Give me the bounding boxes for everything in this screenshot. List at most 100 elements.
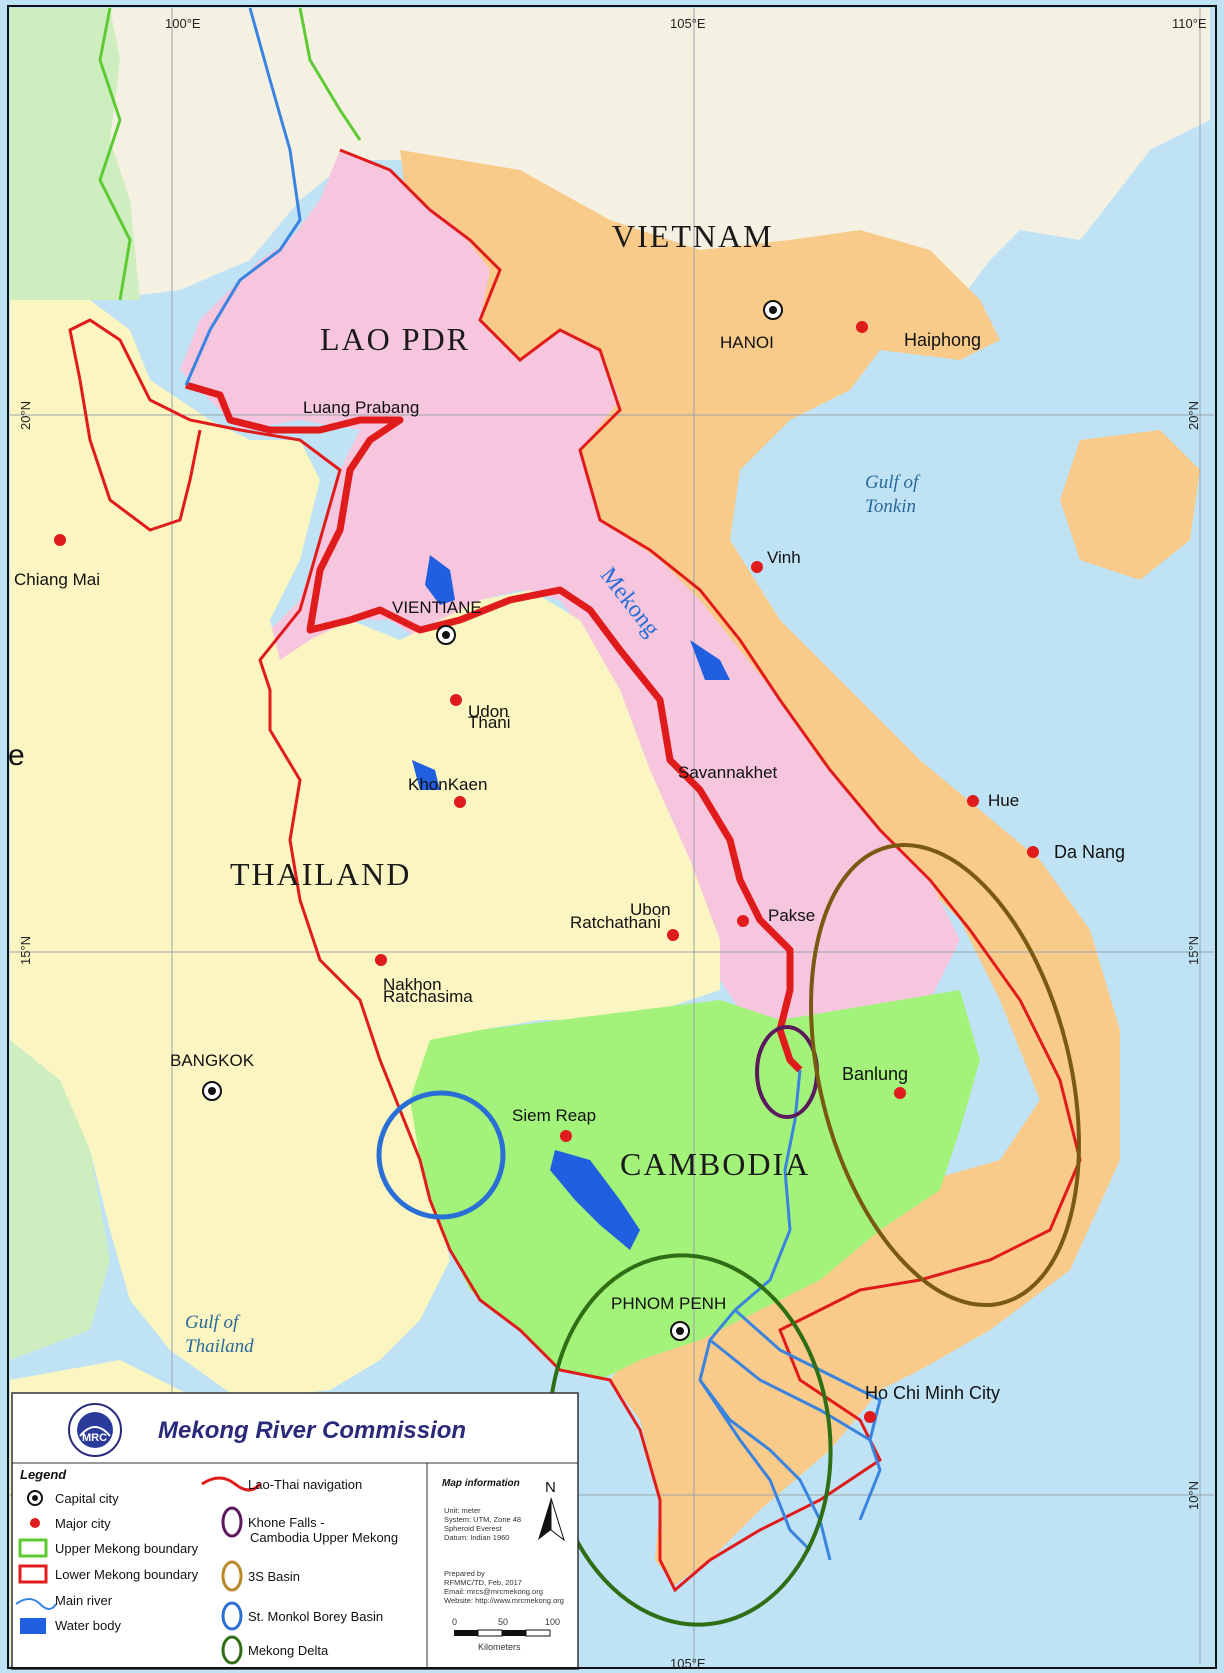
lao-thai-navigation bbox=[185, 381, 803, 1073]
legend-info-2: System: UTM, Zone 48 bbox=[444, 1515, 521, 1524]
lat-label-20-left: 20°N bbox=[18, 401, 33, 430]
legend-capital-symbol bbox=[27, 1490, 43, 1506]
st-monkol-borey-circle bbox=[376, 1090, 506, 1220]
mrc-logo: MRC bbox=[68, 1403, 122, 1457]
capital-city-markers bbox=[202, 300, 783, 1341]
lon-label-110: 110°E bbox=[1172, 16, 1207, 31]
legend-st-monkol: St. Monkol Borey Basin bbox=[248, 1609, 383, 1624]
city-label-hue: Hue bbox=[988, 791, 1019, 810]
city-label-ho-chi-minh: Ho Chi Minh City bbox=[865, 1383, 1000, 1403]
legend-main-river: Main river bbox=[55, 1593, 113, 1608]
country-label-laos: LAO PDR bbox=[320, 321, 470, 357]
legend-3s-symbol bbox=[221, 1560, 243, 1592]
capital-marker-hanoi bbox=[763, 300, 783, 320]
edge-text-fragment: e bbox=[8, 739, 25, 772]
sea-label-gulf-of-thailand-2: Thailand bbox=[185, 1336, 254, 1357]
north-label: N bbox=[545, 1479, 556, 1496]
main-river bbox=[184, 7, 882, 1561]
legend-khone-1: Khone Falls - bbox=[248, 1515, 325, 1530]
legend-prep-3: Email: mrcs@mrcmekong.org bbox=[444, 1587, 543, 1596]
legend-delta: Mekong Delta bbox=[248, 1643, 329, 1658]
lat-label-15-right: 15°N bbox=[1186, 936, 1201, 965]
city-label-nakhon-1: Nakhon bbox=[383, 975, 442, 994]
hainan-island bbox=[1060, 430, 1200, 580]
north-arrow: N bbox=[538, 1479, 565, 1542]
sea-label-gulf-of-thailand-1: Gulf of bbox=[185, 1312, 241, 1333]
legend-khone-2: Cambodia Upper Mekong bbox=[250, 1530, 398, 1545]
legend-upper-mekong-symbol bbox=[18, 1538, 48, 1558]
city-label-vientiane: VIENTIANE bbox=[392, 598, 482, 617]
city-label-ubon-2: Ratchathani bbox=[570, 913, 661, 932]
lat-label-10-right: 10°N bbox=[1186, 1481, 1201, 1510]
legend-khone-symbol bbox=[221, 1506, 243, 1538]
city-label-savannakhet: Savannakhet bbox=[678, 763, 778, 782]
country-label-cambodia: CAMBODIA bbox=[620, 1146, 810, 1182]
legend-water-body: Water body bbox=[55, 1618, 121, 1633]
capital-marker-vientiane bbox=[436, 625, 456, 645]
legend-lower-mekong-symbol bbox=[18, 1564, 48, 1584]
mrc-logo-text: MRC bbox=[82, 1432, 107, 1444]
city-label-chiang-mai: Chiang Mai bbox=[14, 570, 100, 589]
legend-prep-1: Prepared by bbox=[444, 1569, 485, 1578]
myanmar-land bbox=[10, 8, 140, 330]
city-label-luang-prabang: Luang Prabang bbox=[303, 398, 419, 417]
legend-st-monkol-symbol bbox=[221, 1601, 243, 1631]
legend-3s-basin: 3S Basin bbox=[248, 1569, 300, 1584]
legend-info-4: Datum: Indian 1960 bbox=[444, 1533, 509, 1542]
legend-major-city-symbol bbox=[30, 1518, 40, 1528]
scale-label-0: 0 bbox=[452, 1617, 457, 1627]
scale-unit: Kilometers bbox=[478, 1642, 521, 1652]
legend-delta-symbol bbox=[221, 1635, 243, 1665]
graticule-lines bbox=[10, 8, 1214, 1665]
legend-lao-thai-nav: Lao-Thai navigation bbox=[248, 1477, 362, 1492]
city-label-phnom-penh: PHNOM PENH bbox=[611, 1294, 726, 1313]
scale-label-50: 50 bbox=[498, 1617, 508, 1627]
scale-bar: 0 50 100 Kilometers bbox=[452, 1617, 560, 1652]
city-label-pakse: Pakse bbox=[768, 906, 815, 925]
city-label-da-nang: Da Nang bbox=[1054, 842, 1125, 862]
sea-label-gulf-of-tonkin-1: Gulf of bbox=[865, 472, 921, 493]
city-label-nakhon-2: Ratchasima bbox=[383, 987, 473, 1006]
legend-capital-city: Capital city bbox=[55, 1491, 119, 1506]
city-label-khonkaen: KhonKaen bbox=[408, 775, 487, 794]
legend-lower-mekong: Lower Mekong boundary bbox=[55, 1567, 199, 1582]
legend-title: Mekong River Commission bbox=[158, 1417, 466, 1444]
legend-major-city: Major city bbox=[55, 1516, 111, 1531]
legend-prep-2: RFMMC/TD, Feb, 2017 bbox=[444, 1578, 522, 1587]
legend-prep-4: Website: http://www.mrcmekong.org bbox=[444, 1596, 564, 1605]
city-label-udon-1: Udon bbox=[468, 702, 509, 721]
laos-land bbox=[180, 150, 960, 1030]
lower-mekong-boundary bbox=[68, 148, 1082, 1593]
capital-marker-phnom-penh bbox=[670, 1321, 690, 1341]
capital-marker-bangkok bbox=[202, 1081, 222, 1101]
city-label-siem-reap: Siem Reap bbox=[512, 1106, 596, 1125]
cambodia-land bbox=[410, 990, 980, 1380]
city-label-bangkok: BANGKOK bbox=[170, 1051, 255, 1070]
legend-lao-thai-symbol bbox=[201, 1476, 262, 1492]
map-frame bbox=[7, 5, 1217, 1669]
lat-label-15-left: 15°N bbox=[18, 936, 33, 965]
legend-info-3: Spheroid Everest bbox=[444, 1524, 502, 1533]
myanmar-land-south bbox=[10, 1040, 110, 1360]
upper-mekong-boundary bbox=[98, 7, 362, 301]
city-label-vinh: Vinh bbox=[767, 548, 801, 567]
city-label-hanoi: HANOI bbox=[720, 333, 774, 352]
3s-basin-ellipse bbox=[809, 842, 1081, 1308]
country-label-thailand: THAILAND bbox=[230, 856, 411, 892]
legend-info-1: Unit: meter bbox=[444, 1506, 481, 1515]
legend-water-body-symbol bbox=[20, 1618, 46, 1634]
lon-label-100: 100°E bbox=[165, 16, 201, 31]
legend-upper-mekong: Upper Mekong boundary bbox=[55, 1541, 199, 1556]
city-label-haiphong: Haiphong bbox=[904, 330, 981, 350]
scale-label-100: 100 bbox=[545, 1617, 560, 1627]
lat-label-20-right: 20°N bbox=[1186, 401, 1201, 430]
water-body bbox=[412, 555, 730, 1250]
legend-panel: MRC Mekong River Commission Legend Capit… bbox=[11, 1392, 579, 1670]
legend-heading: Legend bbox=[20, 1467, 67, 1482]
thailand-land bbox=[10, 300, 720, 1400]
legend-main-river-symbol bbox=[15, 1598, 57, 1610]
major-city-markers bbox=[54, 321, 1039, 1423]
city-label-ubon-1: Ubon bbox=[630, 900, 671, 919]
country-label-vietnam: VIETNAM bbox=[612, 218, 774, 254]
